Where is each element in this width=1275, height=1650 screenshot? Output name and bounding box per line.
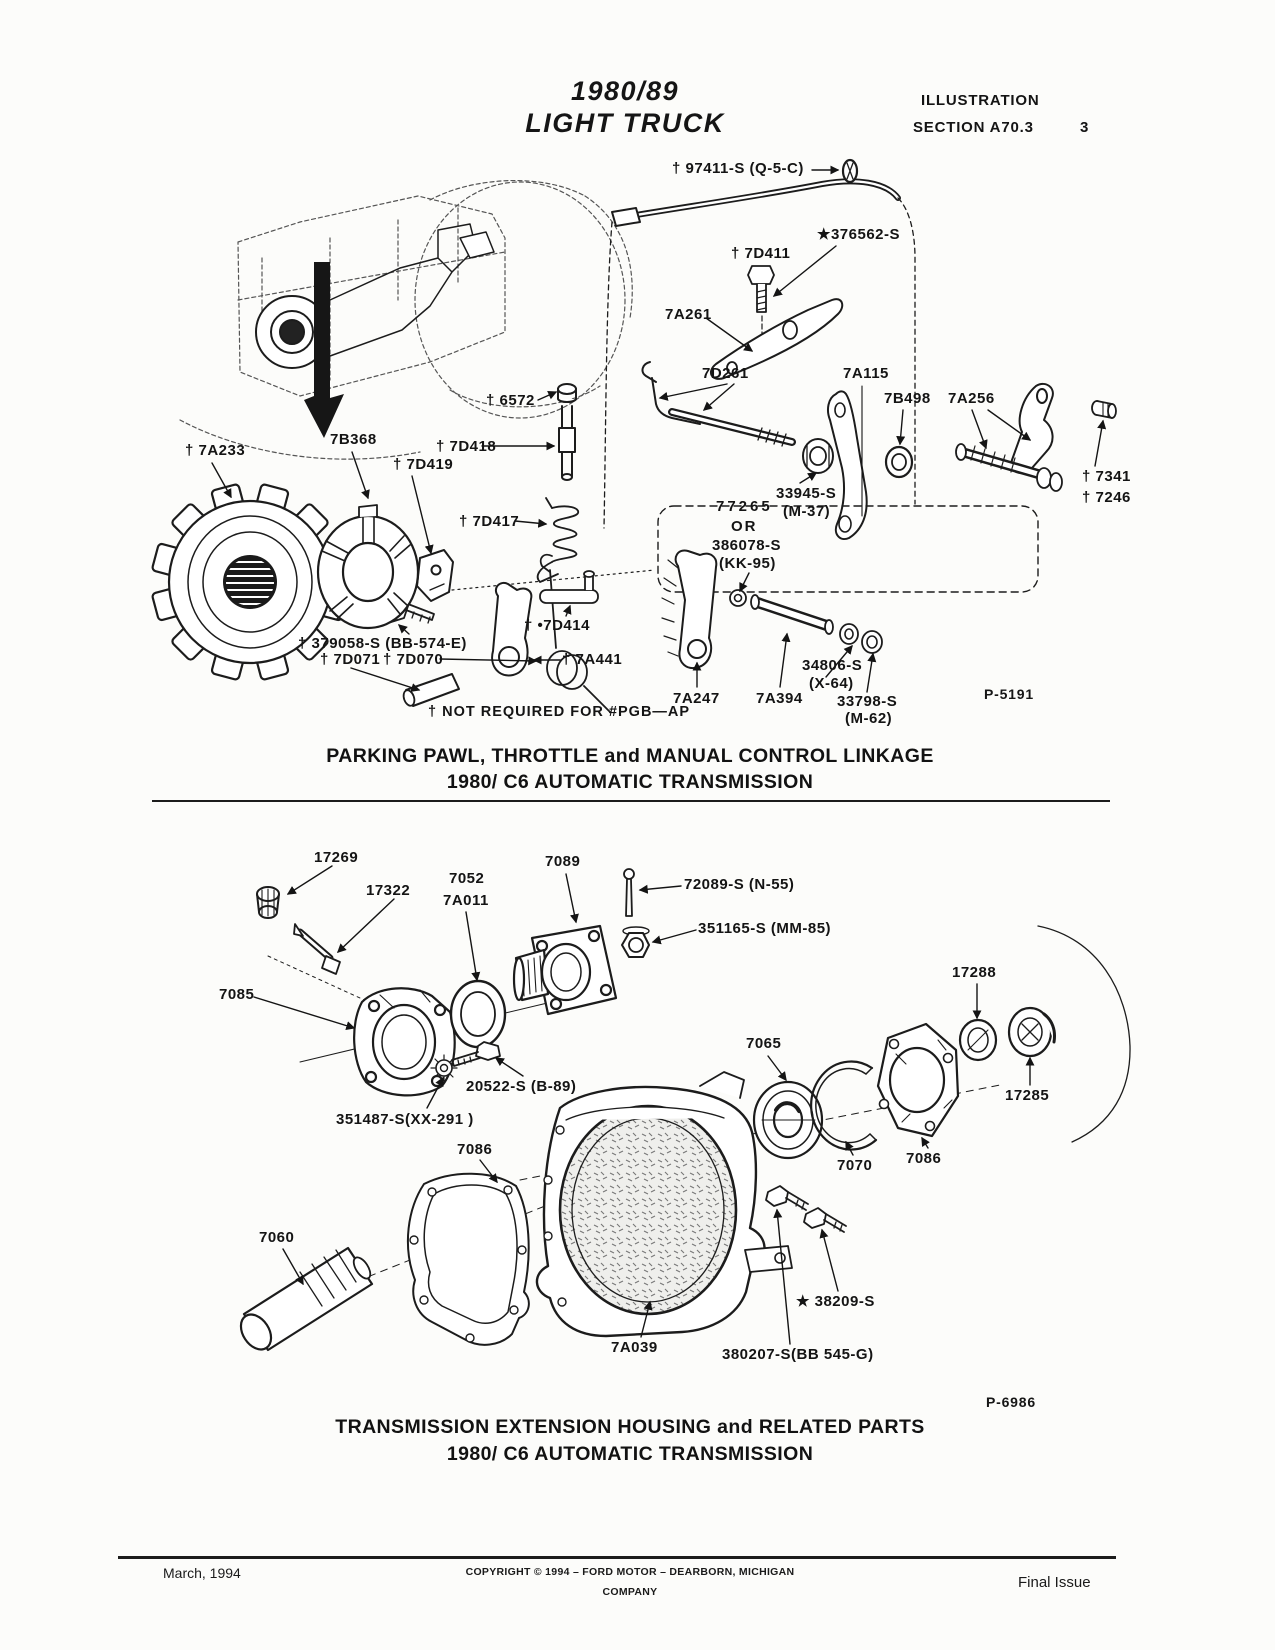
part-label: 380207-S(BB 545-G)	[722, 1346, 874, 1363]
part-label: 17322	[366, 882, 411, 899]
part-label: 7052	[449, 870, 485, 887]
footer-issue: Final Issue	[1018, 1574, 1091, 1591]
page-title-line1: 1980/89	[570, 76, 680, 106]
part-label: 20522-S (B-89)	[466, 1078, 577, 1095]
header-illustration-label: ILLUSTRATION	[921, 92, 1040, 109]
part-label: † 97411-S (Q-5-C)	[672, 160, 804, 177]
part-label: 7A261	[665, 306, 712, 323]
part-label: † 7D071	[320, 651, 381, 668]
part-label: 7B498	[884, 390, 931, 407]
part-label: 7065	[746, 1035, 782, 1052]
callout-arrow	[304, 262, 344, 438]
part-label: (M-62)	[845, 710, 893, 727]
diagram1-footnote: † NOT REQUIRED FOR #PGB—AP	[428, 704, 691, 720]
part-label: ★376562-S	[817, 226, 901, 243]
diagram2-caption-line1: TRANSMISSION EXTENSION HOUSING and RELAT…	[335, 1416, 925, 1438]
part-label: † 7D419	[393, 456, 454, 473]
part-label: OR	[731, 518, 758, 535]
part-label: 7085	[219, 986, 255, 1003]
part-label: 7A247	[673, 690, 720, 707]
part-label: † 6572	[486, 392, 535, 409]
part-label: 17285	[1005, 1087, 1050, 1104]
page-title: 1980/89 LIGHT TRUCK	[430, 76, 820, 140]
part-label: 7086	[906, 1150, 942, 1167]
part-label: 7A394	[756, 690, 803, 707]
part-label: † 7D417	[459, 513, 520, 530]
part-label: 7A039	[611, 1339, 658, 1356]
part-label: 17269	[314, 849, 359, 866]
part-label: (KK-95)	[719, 555, 776, 572]
diagram1-caption-line1: PARKING PAWL, THROTTLE and MANUAL CONTRO…	[326, 745, 934, 767]
part-label: 34806-S	[802, 657, 863, 674]
footer-copyright-line2: COMPANY	[602, 1586, 658, 1598]
part-label: † 7D411	[731, 245, 791, 262]
part-label: 7A011	[443, 892, 489, 909]
diagram2-caption-line2: 1980/ C6 AUTOMATIC TRANSMISSION	[446, 1443, 814, 1465]
diagram1-caption-line2: 1980/ C6 AUTOMATIC TRANSMISSION	[446, 771, 814, 793]
extension-housing-diagram	[239, 865, 1131, 1352]
part-label: 7A256	[948, 390, 995, 407]
part-label: 7A115	[843, 365, 889, 382]
part-label: 7060	[259, 1229, 295, 1246]
part-label: 351165-S (MM-85)	[698, 920, 832, 937]
part-label: † 379058-S (BB-574-E)	[298, 635, 467, 652]
part-label: (X-64)	[809, 675, 854, 692]
footer-rule	[118, 1556, 1116, 1559]
part-label: † •7D414	[524, 617, 590, 634]
part-label: † 7A441	[562, 651, 623, 668]
header-section-label: SECTION A70.3	[913, 119, 1034, 136]
parking-pawl-linkage-diagram	[151, 158, 1117, 713]
part-label: 7D261	[702, 365, 749, 382]
part-label: 386078-S	[712, 537, 782, 554]
part-label: 33798-S	[837, 693, 898, 710]
part-label: 7B368	[330, 431, 377, 448]
footer-date: March, 1994	[163, 1565, 241, 1581]
part-label: 17288	[952, 964, 997, 981]
part-label: (M-37)	[783, 503, 831, 520]
part-label: † 7341	[1082, 468, 1131, 485]
part-label: 77265	[716, 498, 773, 515]
part-label: 351487-S(XX-291 )	[336, 1111, 474, 1128]
part-label: † 7246	[1082, 489, 1131, 506]
part-label: ★ 38209-S	[796, 1293, 875, 1310]
header-page-number: 3	[1080, 119, 1090, 136]
part-label: 33945-S	[776, 485, 837, 502]
part-label: 7086	[457, 1141, 493, 1158]
section-divider	[152, 800, 1110, 802]
figure-number-p6986: P-6986	[986, 1394, 1036, 1410]
part-label: 7089	[545, 853, 581, 870]
footer-copyright-line1: COPYRIGHT © 1994 – FORD MOTOR – DEARBORN…	[465, 1566, 795, 1578]
part-label: † 7A233	[185, 442, 246, 459]
part-label: † 7D418	[436, 438, 497, 455]
part-label: 7070	[837, 1157, 873, 1174]
page-title-line2: LIGHT TRUCK	[525, 107, 725, 138]
figure-number-p5191: P-5191	[984, 686, 1034, 702]
part-label: 72089-S (N-55)	[684, 876, 795, 893]
part-label: † 7D070	[383, 651, 444, 668]
